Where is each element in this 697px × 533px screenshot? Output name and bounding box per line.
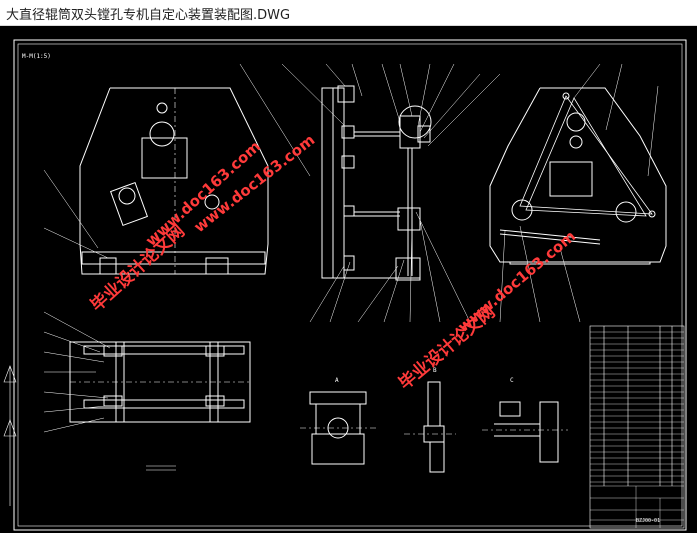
side-view-middle: [321, 85, 432, 281]
parts-list-table: [589, 325, 685, 529]
parts-list-rows: [590, 331, 684, 528]
section-view-a: [300, 391, 376, 465]
section-a-label: A: [335, 377, 339, 384]
cad-drawing-canvas[interactable]: M-M(1:5) A B C BZJ00-01 毕业设计论文网 www.doc1…: [0, 26, 697, 533]
window-titlebar: 大直径辊筒双头镗孔专机自定心装置装配图.DWG: [0, 0, 697, 26]
section-view-c: [482, 401, 568, 463]
drawing-svg: M-M(1:5) A B C BZJ00-01: [3, 39, 687, 531]
margin-marks: [3, 365, 17, 506]
plan-view-bottom-left: [43, 311, 251, 471]
front-view-left: [79, 87, 269, 275]
end-view-right: [489, 87, 667, 265]
section-b-label: B: [433, 367, 437, 374]
section-view-b: [404, 381, 456, 473]
view-tag-label: M-M(1:5): [22, 53, 51, 60]
sheet-border: [13, 39, 687, 531]
title-block-code: BZJ00-01: [636, 518, 660, 524]
window-title: 大直径辊筒双头镗孔专机自定心装置装配图.DWG: [6, 8, 291, 23]
leader-lines-top: [43, 63, 659, 323]
section-c-label: C: [510, 377, 514, 384]
